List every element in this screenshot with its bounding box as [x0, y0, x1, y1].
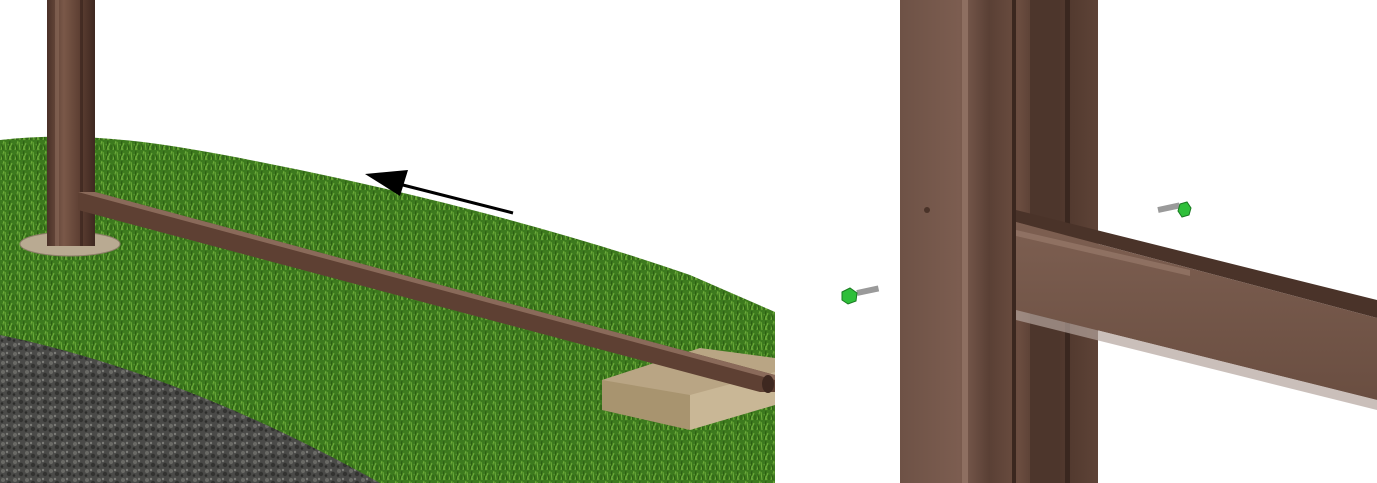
- overview-illustration: [0, 0, 775, 483]
- overview-panel: [0, 0, 775, 483]
- detail-illustration: [790, 0, 1377, 483]
- detail-panel: [790, 0, 1377, 483]
- screw-icon: [1157, 202, 1191, 217]
- screw-icon: [842, 285, 879, 304]
